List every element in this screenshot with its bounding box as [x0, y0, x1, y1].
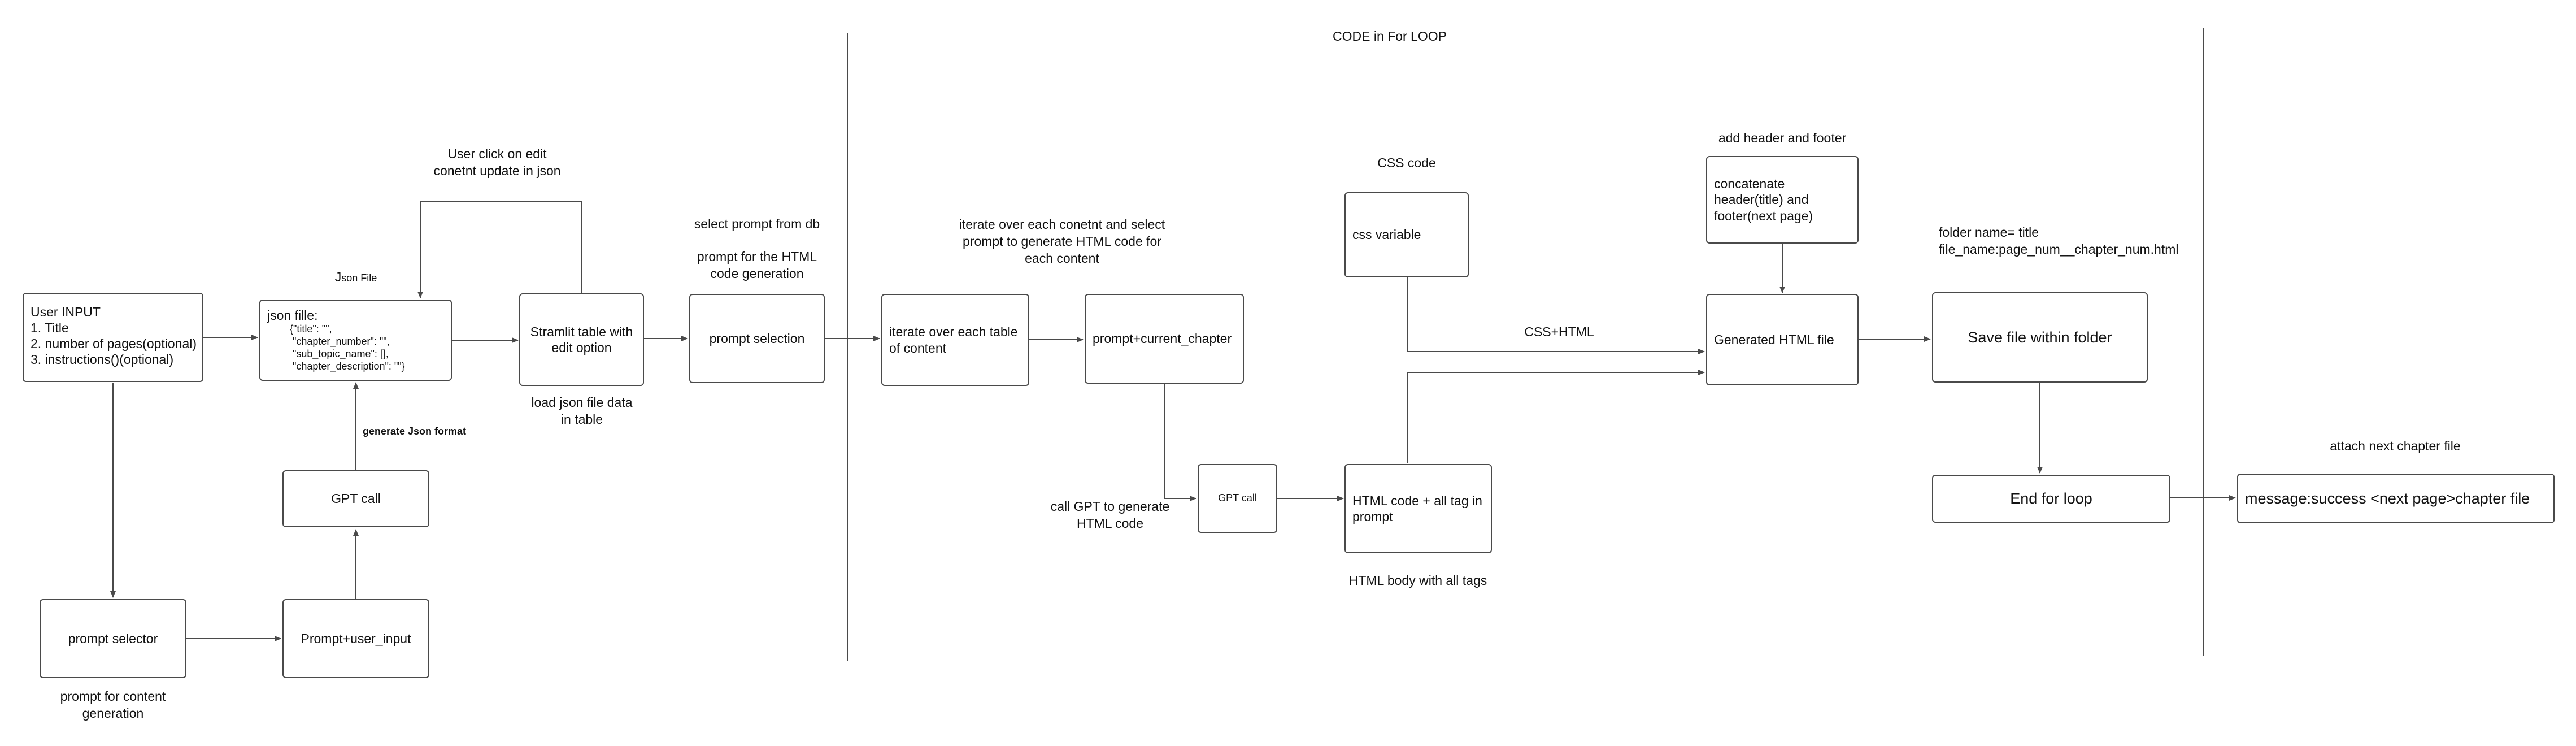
prompt-html-label: prompt for the HTML code generation: [697, 249, 817, 281]
user-input-line: 3. instructions()(optional): [31, 352, 174, 367]
prompt-current-chapter-box: prompt+current_chapter: [1085, 294, 1244, 384]
prompt-selector-box: prompt selector: [40, 599, 186, 678]
gpt-call-box: GPT call: [282, 470, 429, 527]
arrow-table-edit-loop: [417, 201, 582, 298]
arrow-promptchapter-to-gpt: [1164, 384, 1196, 501]
json-file-caption-initial: J: [334, 270, 342, 284]
html-code-tags-box: HTML code + all tag in prompt: [1344, 464, 1492, 553]
iterate-caption-label: iterate over each conetnt and select pro…: [959, 217, 1165, 266]
user-input-line: 1. Title: [31, 320, 69, 336]
arrow-css-to-generated: [1407, 277, 1705, 354]
concatenate-box: concatenate header(title) and footer(nex…: [1706, 156, 1859, 244]
user-click-label: User click on edit conetnt update in jso…: [433, 146, 561, 178]
stramlit-table-box: Stramlit table with edit option: [519, 293, 644, 386]
diagram-title: CODE in For LOOP: [1333, 29, 1447, 44]
json-file-line: "sub_topic_name": [],: [290, 348, 389, 359]
json-file-caption-rest: son File: [341, 272, 377, 284]
attach-next-label: attach next chapter file: [2330, 439, 2461, 453]
prompt-user-input-box: Prompt+user_input: [282, 599, 429, 678]
prompt-selection-box: prompt selection: [689, 294, 825, 383]
load-json-label: load json file data in table: [531, 395, 633, 427]
generated-html-box: Generated HTML file: [1706, 294, 1859, 385]
css-html-label: CSS+HTML: [1524, 324, 1594, 339]
prompt-content-label: prompt for content generation: [60, 689, 166, 721]
select-prompt-db-label: select prompt from db: [694, 216, 820, 231]
json-file-line: "chapter_description": ""}: [290, 360, 405, 372]
json-file-line: {"title": "",: [290, 323, 332, 335]
folder-name-label: folder name= title file_name:page_num__c…: [1939, 225, 2179, 257]
arrow-htmlcode-to-generated: [1407, 370, 1705, 463]
user-input-line: 2. number of pages(optional): [31, 336, 197, 352]
generate-json-label: generate Json format: [363, 426, 467, 437]
gpt-call-small-box: GPT call: [1198, 464, 1277, 533]
save-file-box: Save file within folder: [1932, 292, 2148, 383]
json-file-caption: Json File: [316, 269, 395, 286]
add-header-footer-label: add header and footer: [1718, 131, 1847, 145]
css-code-label: CSS code: [1377, 155, 1436, 170]
call-gpt-html-label: call GPT to generate HTML code: [1050, 499, 1170, 531]
message-box: message:success <next page>chapter file: [2237, 474, 2555, 523]
json-file-line: "chapter_number": "",: [290, 336, 390, 347]
user-input-line: User INPUT: [31, 305, 101, 319]
json-file-title: json fille:: [267, 308, 318, 323]
user-input-box: User INPUT 1. Title 2. number of pages(o…: [23, 293, 203, 382]
css-variable-box: css variable: [1344, 192, 1469, 277]
iterate-table-box: iterate over each table of content: [881, 294, 1029, 386]
html-body-label: HTML body with all tags: [1348, 573, 1487, 588]
json-file-box: json fille: {"title": "", "chapter_numbe…: [259, 300, 452, 381]
end-for-loop-box: End for loop: [1932, 475, 2170, 523]
